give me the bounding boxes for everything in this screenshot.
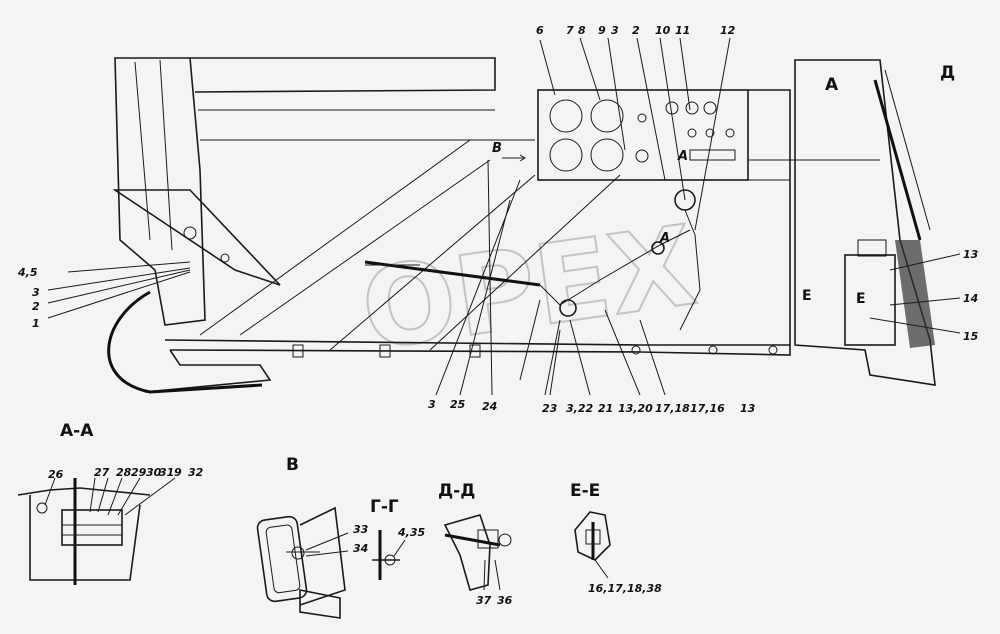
callout-label: 13 bbox=[963, 248, 979, 261]
section-aa-detail bbox=[17, 477, 176, 585]
callout-label: 36 bbox=[497, 594, 513, 607]
callout-label: 4,5 bbox=[17, 266, 38, 279]
section-title-b: В bbox=[286, 455, 299, 475]
section-dd-detail bbox=[443, 514, 512, 591]
section-title-ee: Е-Е bbox=[570, 481, 600, 501]
callout-label: 13,20 bbox=[618, 402, 653, 415]
callout-label: 17,16 bbox=[690, 402, 725, 415]
callout-label: 3 bbox=[32, 286, 40, 299]
callout-labels: 6 7 8 9 3 2 10 11 12 4,5 3 2 1 13 14 15 … bbox=[17, 24, 979, 415]
callout-label: 1 bbox=[32, 317, 40, 330]
callout-label: 12 bbox=[720, 24, 736, 37]
section-mark-d-top: Д bbox=[940, 63, 955, 83]
callout-label: 25 bbox=[450, 398, 466, 411]
callout-label: 10 bbox=[655, 24, 671, 37]
section-mark-a-mid2: А bbox=[659, 231, 670, 246]
section-title-aa: А-А bbox=[60, 421, 94, 441]
section-gg-detail bbox=[372, 530, 406, 580]
callout-label: 15 bbox=[963, 330, 979, 343]
callout-label: 4,35 bbox=[397, 526, 425, 539]
callout-label: 37 bbox=[476, 594, 492, 607]
callout-label: 31 bbox=[159, 466, 174, 479]
watermark-logo: OPEX bbox=[354, 201, 703, 374]
callout-label: 7 bbox=[566, 24, 574, 37]
callout-label: 8 bbox=[578, 24, 586, 37]
section-mark-e-left: Е bbox=[802, 288, 812, 304]
callout-label: 2 bbox=[32, 300, 40, 313]
view-arrow-v: В bbox=[492, 141, 502, 156]
callout-label: 30 bbox=[146, 466, 162, 479]
callout-label: 28 bbox=[116, 466, 132, 479]
callout-label: 29 bbox=[131, 466, 147, 479]
section-title-dd: Д-Д bbox=[438, 481, 475, 501]
callout-label: 27 bbox=[94, 466, 110, 479]
section-ee-detail bbox=[574, 511, 611, 579]
callout-label: 21 bbox=[598, 402, 613, 415]
callout-label: 14 bbox=[963, 292, 978, 305]
callout-label: 13 bbox=[740, 402, 756, 415]
callout-label: 3 bbox=[611, 24, 619, 37]
callout-label: 6 bbox=[536, 24, 544, 37]
callout-label: 9 bbox=[174, 466, 182, 479]
callout-label: 2 bbox=[632, 24, 640, 37]
section-mark-a-top: А bbox=[825, 75, 839, 95]
callout-label: 3,22 bbox=[566, 402, 593, 415]
section-mark-e-right: Е bbox=[856, 291, 866, 307]
callout-label: 26 bbox=[48, 468, 64, 481]
callout-label: 16,17,18,38 bbox=[588, 582, 662, 595]
callout-label: 9 bbox=[598, 24, 606, 37]
section-title-gg: Г-Г bbox=[370, 497, 399, 517]
callout-label: 17,18 bbox=[655, 402, 690, 415]
callout-label: 33 bbox=[353, 523, 369, 536]
view-b-detail bbox=[256, 506, 349, 619]
main-assembly-view bbox=[47, 37, 961, 396]
callout-label: 3 bbox=[428, 398, 436, 411]
callout-label: 11 bbox=[675, 24, 690, 37]
callout-label: 23 bbox=[542, 402, 558, 415]
callout-label: 34 bbox=[353, 542, 368, 555]
callout-label: 32 bbox=[188, 466, 204, 479]
section-mark-a-mid: А bbox=[677, 149, 688, 164]
callout-label: 24 bbox=[482, 400, 497, 413]
